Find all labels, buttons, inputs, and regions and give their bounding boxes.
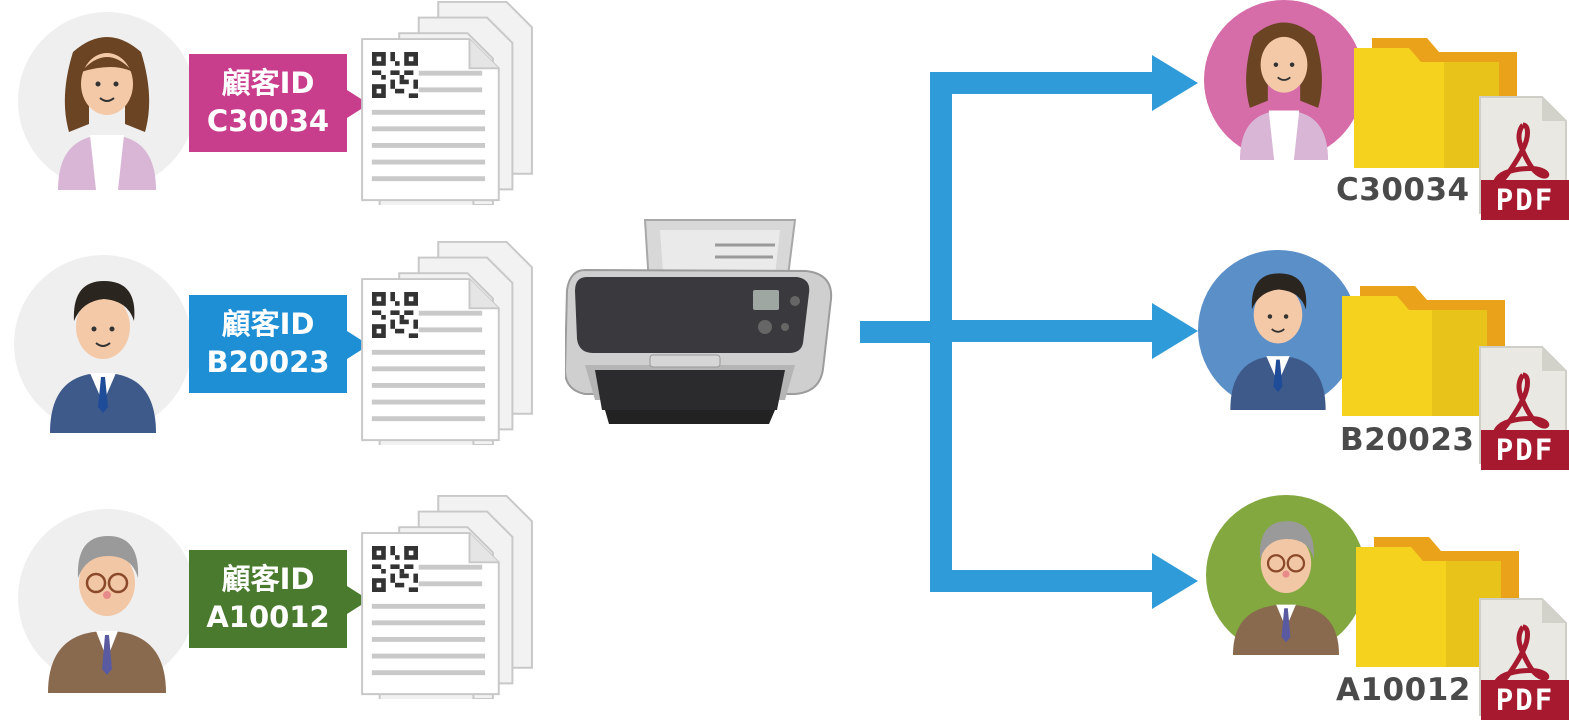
pdf-file-tag: PDF [1481,180,1569,220]
qr-code-icon [372,546,418,592]
woman-avatar-icon [18,12,196,190]
customer-id-callout: 顧客ID A10012 [189,550,369,648]
scanner-icon [563,215,833,425]
woman-avatar-icon [1204,0,1364,160]
pdf-file-tag: PDF [1481,430,1569,470]
pdf-file-tag: PDF [1481,680,1569,720]
callout-title: 顧客ID [221,66,315,100]
customer-id-callout: 顧客ID B20023 [189,295,369,393]
man-avatar-icon [1198,250,1358,410]
callout-id: C30034 [206,104,330,138]
callout-id: A10012 [206,600,330,634]
qr-code-icon [372,292,418,338]
callout-title: 顧客ID [221,562,315,596]
distribution-arrows [860,55,1198,609]
output-customer-id: C30034 [1336,172,1470,208]
senior-man-avatar-icon [1206,495,1366,655]
document-stack-icon [358,0,538,205]
qr-code-icon [372,52,418,98]
output-customer-id: B20023 [1340,422,1475,458]
callout-id: B20023 [206,345,330,379]
output-customer-id: A10012 [1336,672,1471,708]
senior-man-avatar-icon [18,503,196,693]
customer-id-callout: 顧客ID C30034 [189,54,369,152]
document-stack-icon [358,494,538,699]
callout-title: 顧客ID [221,307,315,341]
man-avatar-icon [14,255,192,433]
document-stack-icon [358,240,538,445]
